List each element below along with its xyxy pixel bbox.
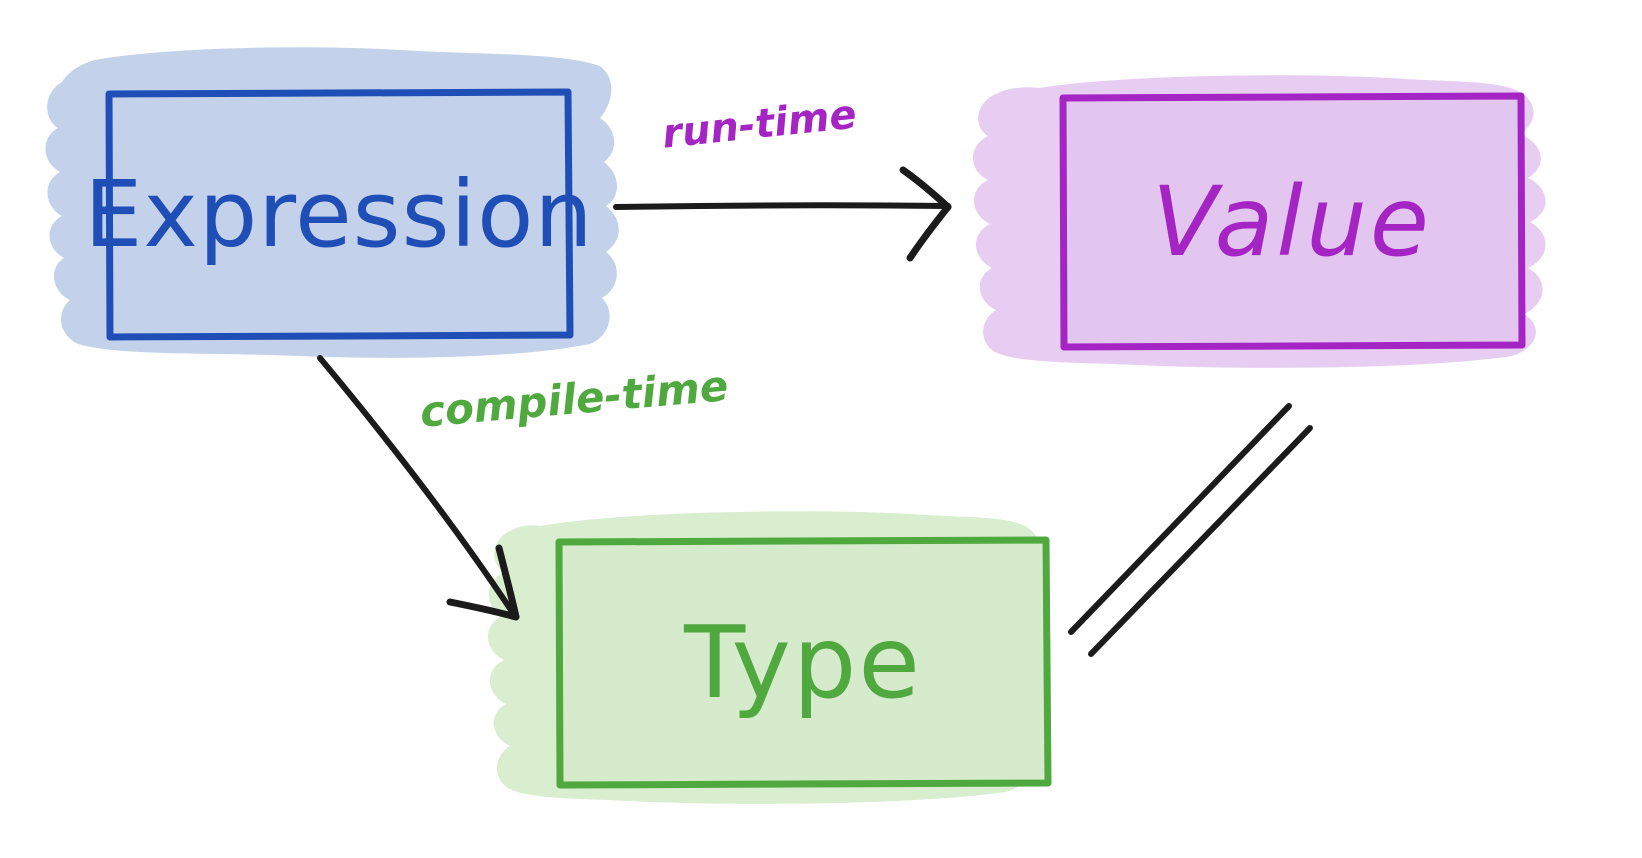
relation-line-lower xyxy=(1088,425,1313,657)
node-type-fill xyxy=(558,540,1048,785)
edge-expression-to-type[interactable] xyxy=(317,355,520,621)
node-type-rect[interactable] xyxy=(555,536,1052,789)
relation-line-upper xyxy=(1068,403,1292,635)
edge-line-run-time xyxy=(613,202,951,210)
arrowhead-run-time-lower xyxy=(906,203,952,262)
arrowhead-compile-time-upper xyxy=(495,544,520,621)
arrowhead-run-time-upper xyxy=(899,166,952,211)
edge-expression-to-value[interactable] xyxy=(613,166,952,262)
node-expression-fill xyxy=(108,92,570,337)
node-value-outline xyxy=(1059,92,1526,351)
arrowhead-compile-time-lower xyxy=(446,598,520,621)
edge-value-type-relation[interactable] xyxy=(1068,403,1313,657)
node-type-outline xyxy=(555,536,1052,789)
node-value-rect[interactable] xyxy=(1059,92,1526,351)
node-expression-outline xyxy=(105,88,574,341)
node-expression-rect[interactable] xyxy=(105,88,574,341)
edge-line-compile-time xyxy=(317,355,518,619)
node-value-fill xyxy=(1062,96,1522,347)
